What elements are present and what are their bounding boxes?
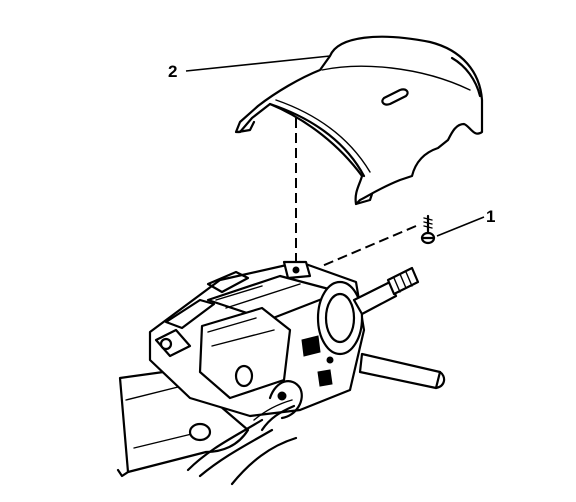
cover-screw [420, 214, 436, 245]
steering-column-assembly [116, 260, 446, 486]
callout-label-cover: 2 [168, 62, 177, 81]
callout-label-screw: 1 [486, 207, 495, 226]
alignment-line-screw [321, 225, 417, 267]
leader-line-cover [185, 55, 331, 72]
leader-line-screw [436, 216, 485, 237]
steering-column-cover [234, 35, 484, 206]
